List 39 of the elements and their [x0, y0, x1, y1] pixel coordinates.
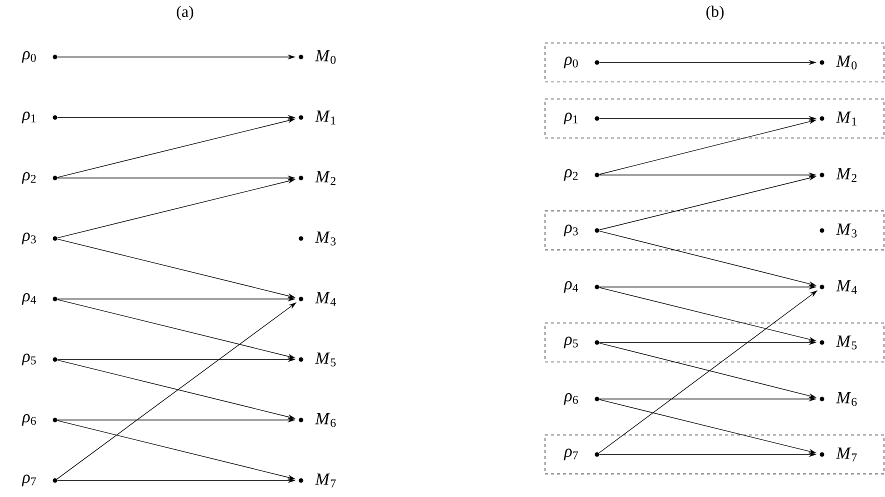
variable-label: ρ$_{3}$ — [22, 232, 36, 244]
variable-label: M$_{6}$ — [836, 392, 857, 406]
dashed-box — [544, 98, 884, 138]
variable-label: M$_{2}$ — [836, 168, 856, 182]
variable-label: ρ$_{5}$ — [22, 354, 36, 366]
variable-label: ρ$_{5}$ — [564, 336, 578, 348]
variable-label: M$_{4}$ — [836, 280, 857, 294]
panel-label: (b) — [706, 6, 724, 20]
dashed-box — [544, 42, 884, 82]
panel-label: (a) — [176, 6, 194, 20]
variable-label: M$_{0}$ — [836, 56, 857, 70]
variable-label: M$_{3}$ — [836, 224, 857, 238]
variable-label: ρ$_{3}$ — [564, 224, 578, 236]
variable-label: ρ$_{7}$ — [22, 474, 36, 486]
variable-label: ρ$_{4}$ — [22, 293, 36, 305]
variable-label: ρ$_{1}$ — [564, 112, 578, 124]
variable-label: M$_{2}$ — [315, 171, 336, 185]
variable-label: ρ$_{0}$ — [564, 56, 578, 68]
variable-label: ρ$_{1}$ — [22, 112, 36, 124]
variable-label: ρ$_{6}$ — [22, 414, 36, 426]
variable-label: ρ$_{4}$ — [564, 281, 578, 293]
variable-label: M$_{3}$ — [315, 232, 336, 246]
variable-label: M$_{5}$ — [836, 336, 857, 350]
dashed-box — [544, 210, 884, 250]
variable-label: M$_{0}$ — [315, 50, 336, 64]
variable-label: M$_{1}$ — [315, 110, 336, 124]
variable-label: ρ$_{6}$ — [564, 393, 578, 405]
variable-label: M$_{1}$ — [836, 112, 856, 126]
variable-label: ρ$_{0}$ — [22, 51, 36, 63]
variable-label: M$_{7}$ — [836, 448, 857, 462]
variable-label: M$_{4}$ — [315, 292, 336, 306]
variable-label: ρ$_{2}$ — [564, 169, 578, 181]
variable-label: ρ$_{7}$ — [564, 448, 578, 460]
variable-label: M$_{6}$ — [315, 413, 336, 427]
variable-label: M$_{5}$ — [315, 352, 336, 366]
variable-label: ρ$_{2}$ — [22, 172, 36, 184]
variable-label: M$_{7}$ — [315, 474, 336, 488]
dashed-box — [544, 434, 884, 474]
dashed-box — [544, 322, 884, 362]
